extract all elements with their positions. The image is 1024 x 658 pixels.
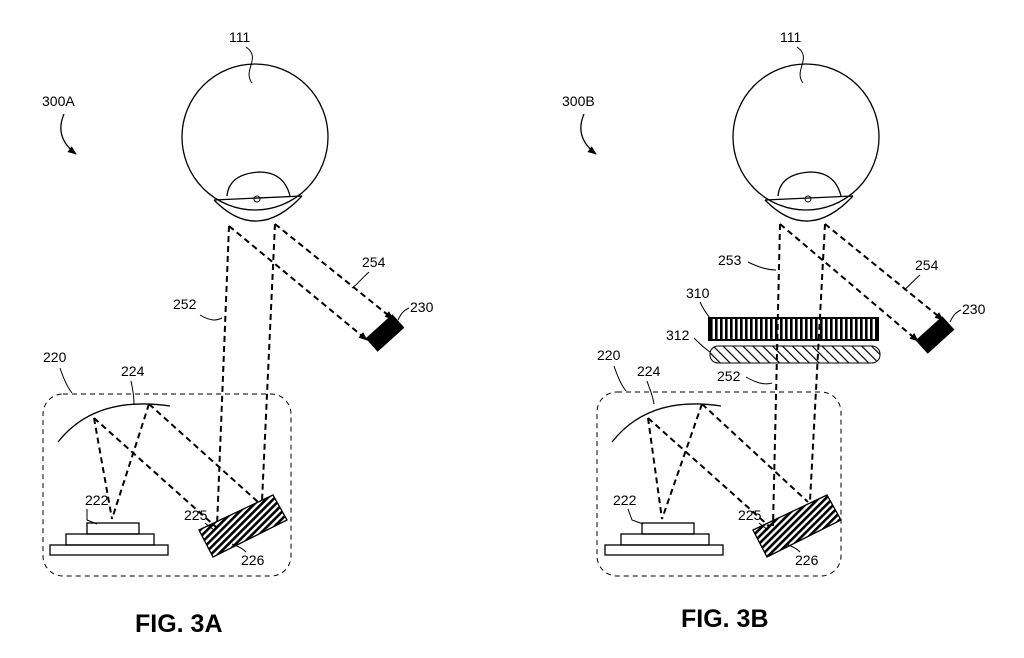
figure-ref-arrow (580, 113, 597, 155)
ray-reflector-to-source-right (661, 403, 703, 520)
eye-lens (226, 171, 291, 197)
ray-eye-to-sensor-lower (779, 223, 919, 342)
panel-top-label: 310 (686, 285, 710, 301)
eye (181, 63, 329, 222)
combiner-prism (198, 494, 288, 558)
panel-312 (709, 345, 881, 364)
eye (732, 63, 880, 222)
ray-reflector-to-combiner-lower (93, 417, 217, 528)
ray-eye-to-combiner-left (772, 223, 781, 527)
ray-reflector-to-source-left (93, 417, 113, 520)
sensor-label: 230 (410, 299, 434, 315)
eye-label: 111 (780, 29, 801, 45)
optical-module-outline (42, 393, 292, 577)
eye-iris-line (764, 195, 854, 201)
eyeball-outline (732, 63, 880, 211)
eye-cornea (764, 195, 854, 222)
combiner-face-leader (204, 522, 215, 531)
eye-pupil (804, 195, 812, 203)
ray-reflector-to-combiner-upper (701, 403, 809, 503)
ray-sensor-leader (903, 274, 921, 291)
eye-cornea (213, 195, 303, 222)
reflector-label: 224 (121, 363, 145, 379)
figure-caption: FIG. 3A (135, 610, 223, 638)
optical-module-label: 220 (43, 349, 67, 365)
ray-sensor-label: 254 (915, 257, 939, 273)
reflector-mirror (611, 403, 722, 443)
eyeball-outline (181, 63, 329, 211)
ray-eye-to-sensor-upper (824, 223, 944, 321)
light-source-label: 222 (613, 492, 637, 508)
eye-leader (245, 46, 253, 84)
ray-upper-leader (747, 261, 777, 271)
ray-sensor-leader (351, 271, 370, 289)
light-source-top (641, 522, 695, 535)
sensor-label: 230 (962, 301, 986, 317)
ray-eye-to-combiner-right (809, 223, 826, 502)
reflector-label: 224 (637, 363, 661, 379)
combiner-label: 226 (241, 552, 265, 568)
sensor-block (365, 314, 405, 352)
ray-eye-to-sensor-upper (274, 223, 394, 320)
panel-310 (708, 317, 879, 341)
figure-ref-label: 300B (562, 93, 595, 109)
light-rays (93, 223, 394, 528)
ray-upper-label: 253 (718, 252, 742, 268)
optical-module-outline (596, 391, 842, 577)
figure-ref-arrow (60, 113, 77, 155)
ray-sensor-label: 254 (362, 254, 386, 270)
reflector-mirror (57, 403, 171, 443)
panel-bottom-leader (693, 337, 711, 353)
light-source-top (86, 522, 140, 535)
combiner-leader (231, 543, 247, 553)
sensor-leader (397, 307, 410, 321)
figure-caption: FIG. 3B (681, 605, 769, 633)
light-rays (647, 223, 944, 528)
light-source-base (49, 544, 169, 556)
ray-reflector-to-source-right (111, 403, 150, 520)
light-source-label: 222 (85, 492, 109, 508)
optical-module-leader (613, 365, 627, 392)
sensor-leader (949, 309, 962, 323)
light-source-base (604, 544, 724, 556)
optical-module-label: 220 (597, 347, 621, 363)
eye-leader (796, 46, 804, 84)
ray-eye-to-combiner-right (261, 223, 276, 502)
light-source (604, 522, 724, 556)
eye-iris-line (213, 195, 303, 201)
eye-pupil (253, 195, 261, 203)
eye-label: 111 (229, 29, 250, 45)
reflector-leader (130, 380, 135, 405)
light-source-middle (620, 533, 710, 546)
ray-eye-to-combiner-left (216, 225, 230, 527)
figure-3b: 300B 111 310 312 220 224 (562, 29, 986, 633)
panel-bottom-label: 312 (666, 327, 690, 343)
ray-lower-label: 252 (717, 368, 741, 384)
light-source-middle (65, 533, 155, 546)
combiner-face-label: 225 (184, 507, 208, 523)
figure-ref-label: 300A (42, 93, 75, 109)
ray-reflector-to-combiner-lower (647, 417, 771, 528)
combiner-label: 226 (795, 552, 819, 568)
light-source-leader (86, 509, 98, 525)
ray-combiner-label: 252 (173, 296, 197, 312)
reflector-leader (646, 380, 655, 405)
ray-reflector-to-combiner-upper (148, 403, 259, 503)
combiner-prism (752, 494, 842, 558)
light-source (49, 522, 169, 556)
ray-lower-leader (745, 376, 773, 385)
ray-eye-to-sensor-lower (228, 225, 368, 341)
sensor-block (915, 316, 955, 354)
combiner-face-label: 225 (738, 507, 762, 523)
panel-top-leader (699, 301, 711, 319)
ray-reflector-to-source-left (647, 417, 663, 520)
combiner-leader (785, 543, 801, 553)
ray-combiner-leader (199, 314, 223, 321)
optical-module-leader (59, 367, 73, 394)
light-source-leader (627, 508, 644, 525)
eye-lens (777, 171, 842, 197)
combiner-face-leader (758, 522, 769, 531)
figure-3a: 300A 111 220 224 222 225 (42, 29, 434, 638)
